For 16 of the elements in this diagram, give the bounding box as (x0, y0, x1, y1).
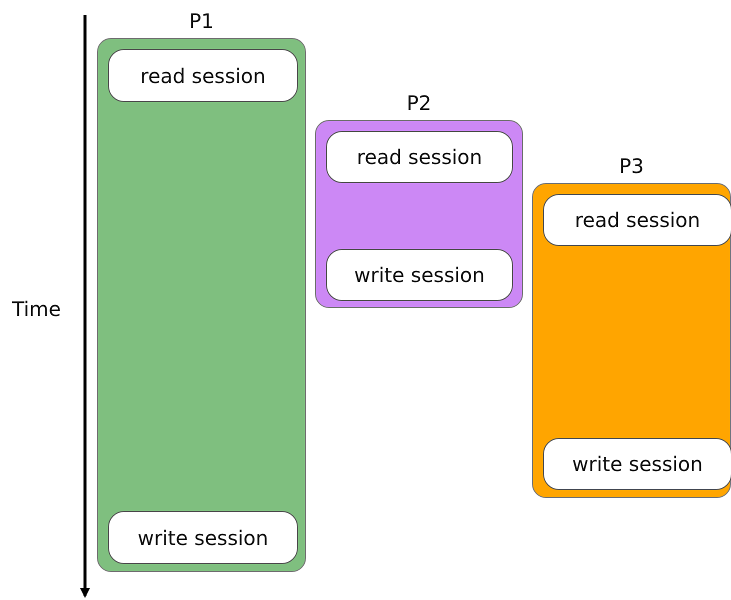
session-box (108, 49, 298, 102)
session-box (108, 511, 298, 564)
process-title: P2 (406, 91, 432, 115)
session-label: read session (356, 145, 482, 169)
process-title: P3 (618, 154, 645, 178)
session-label: read session (574, 208, 700, 232)
session-box (326, 131, 513, 183)
session-box (543, 194, 731, 246)
session-box (543, 438, 731, 490)
session-label: write session (138, 526, 268, 550)
session-label: write session (572, 452, 703, 476)
axis-label: Time (12, 297, 61, 321)
process-title: P1 (188, 9, 215, 33)
session-label: read session (140, 64, 266, 88)
session-label: write session (354, 263, 485, 287)
session-box (326, 249, 513, 301)
